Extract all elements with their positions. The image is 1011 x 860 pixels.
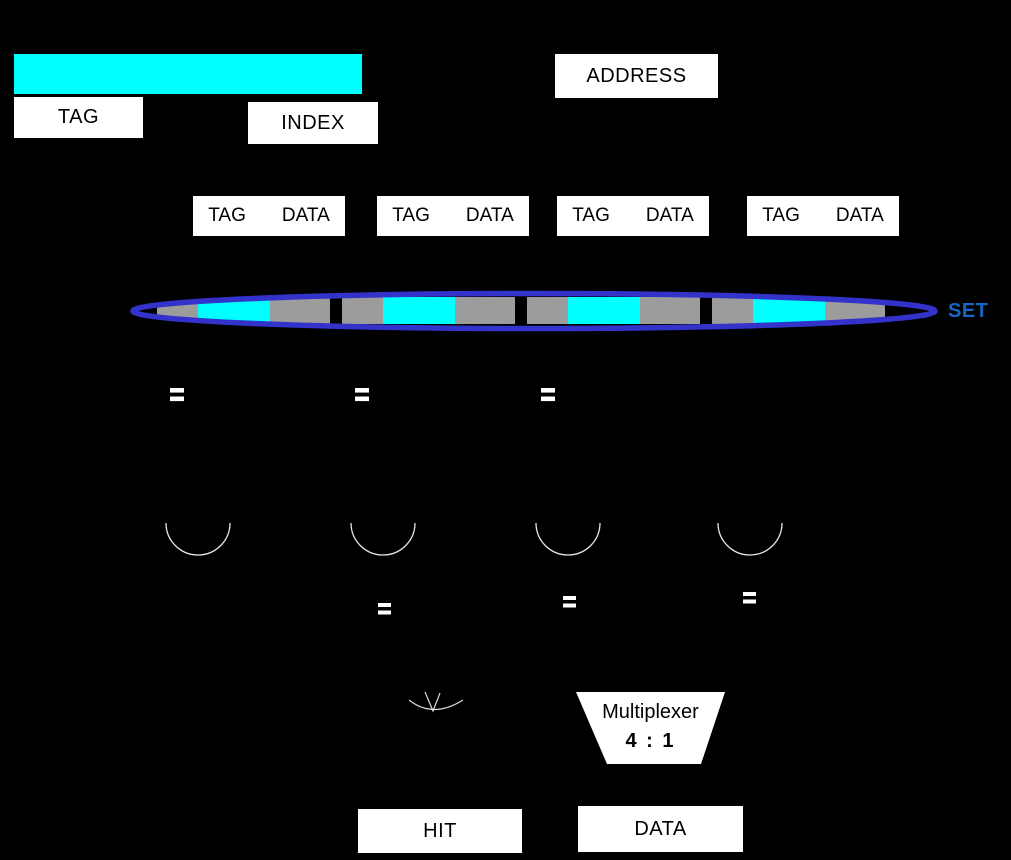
way-data-label: DATA: [835, 205, 884, 226]
equals-mark-upper: [355, 396, 369, 402]
set-row-cell-gray: [712, 297, 753, 324]
address-box: ADDRESS: [555, 54, 718, 98]
equals-mark-upper: [541, 396, 555, 402]
way-data-label: DATA: [465, 205, 514, 226]
set-row-cell-cyan: [198, 297, 270, 324]
way-data-label: DATA: [281, 205, 330, 226]
way-header-box: TAG DATA: [557, 196, 709, 236]
equals-mark-lower: [378, 603, 391, 607]
hit-output-box: HIT: [358, 809, 522, 853]
multiplexer-label: Multiplexer: [602, 701, 699, 723]
index-field-box: INDEX: [248, 102, 378, 144]
equals-mark-upper: [355, 388, 369, 393]
set-row-cell-gray: [527, 297, 568, 324]
set-row-cell-gray: [825, 298, 885, 324]
address-field-bar: [14, 54, 362, 94]
index-field-label: INDEX: [281, 111, 345, 134]
equals-mark-lower: [743, 599, 756, 604]
way-header-box: TAG DATA: [377, 196, 529, 236]
comparator-arc: [350, 522, 416, 556]
hit-label: HIT: [423, 819, 457, 842]
way-tag-label: TAG: [762, 205, 800, 226]
set-row-cell-gray: [640, 297, 700, 324]
equals-mark-upper: [170, 388, 184, 393]
way-tag-label: TAG: [572, 205, 610, 226]
equals-mark-lower: [743, 592, 756, 596]
comparator-arc: [165, 522, 231, 556]
multiplexer-ratio-label: 4 : 1: [625, 730, 676, 752]
or-gate-notch: [424, 691, 441, 713]
tag-field-box: TAG: [14, 97, 143, 138]
set-row-cell-gray: [270, 297, 330, 324]
set-label: SET: [948, 300, 989, 322]
equals-mark-lower: [563, 603, 576, 608]
tag-field-label: TAG: [57, 106, 100, 128]
set-row-cell-cyan: [568, 297, 640, 324]
equals-mark-lower: [378, 610, 391, 615]
set-row-cell-gray: [342, 297, 383, 324]
equals-mark-upper: [541, 388, 555, 393]
multiplexer-shape: [576, 692, 725, 764]
way-header-box: TAG DATA: [193, 196, 345, 236]
data-output-box: DATA: [578, 806, 743, 852]
data-label: DATA: [634, 817, 687, 840]
way-tag-label: TAG: [392, 205, 430, 226]
set-row-cell-cyan: [753, 297, 825, 324]
equals-mark-upper: [170, 396, 184, 402]
comparator-arc: [717, 522, 783, 556]
equals-mark-lower: [563, 596, 576, 600]
way-tag-label: TAG: [208, 205, 246, 226]
or-gate-arc: [408, 699, 464, 711]
set-ellipse: [130, 290, 938, 332]
comparator-arc: [535, 522, 601, 556]
address-label: ADDRESS: [586, 64, 687, 87]
set-row-cell-gray: [455, 297, 515, 324]
set-row-cell-cyan: [383, 297, 455, 324]
way-header-box: TAG DATA: [747, 196, 899, 236]
way-data-label: DATA: [645, 205, 694, 226]
